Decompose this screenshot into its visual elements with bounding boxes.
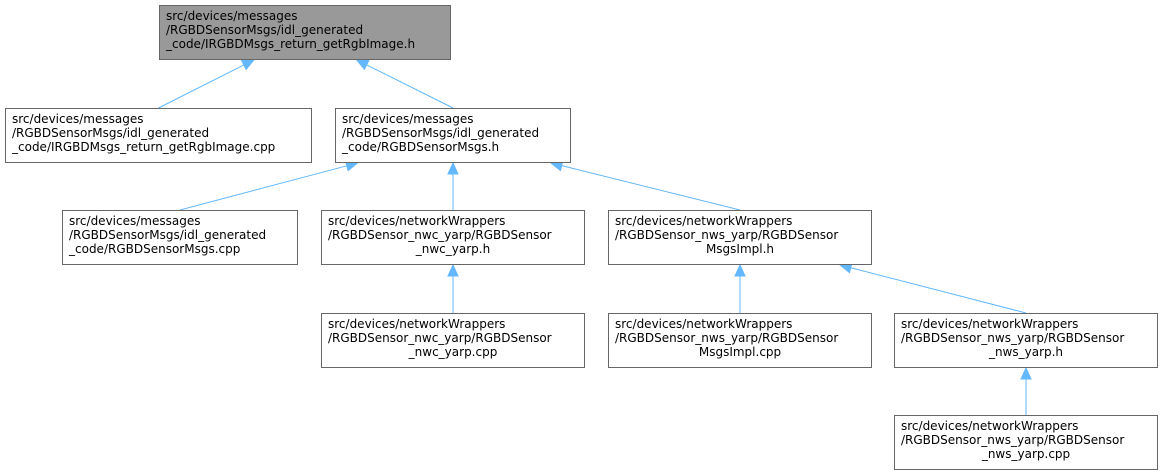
edge-line (158, 64, 245, 109)
node-label-line: _nwc_yarp.h (415, 242, 491, 256)
node-label-line: src/devices/messages (342, 112, 474, 126)
edge-arrowhead (1020, 366, 1032, 380)
edge-line (561, 165, 741, 211)
node-label-line: src/devices/networkWrappers (615, 214, 793, 228)
node-label-line: _code/RGBDSensorMsgs.cpp (69, 242, 241, 256)
node-label-line: src/devices/networkWrappers (901, 419, 1079, 433)
node-rgbdsensor-nws-yarp-cpp[interactable]: src/devices/networkWrappers /RGBDSensor_… (894, 415, 1158, 470)
node-label-line: src/devices/networkWrappers (328, 317, 506, 331)
node-label-line: /RGBDSensor_nws_yarp/RGBDSensor (615, 331, 839, 345)
edge-line (850, 267, 1027, 314)
node-label-line: src/devices/messages (166, 9, 298, 23)
edge-arrowhead (447, 263, 459, 277)
node-label-line: /RGBDSensor_nws_yarp/RGBDSensor (901, 433, 1125, 447)
node-rgbdsensor-nwc-yarp-cpp[interactable]: src/devices/networkWrappers /RGBDSensor_… (321, 313, 585, 368)
node-label-line: _nws_yarp.h (988, 345, 1064, 359)
node-root-header: src/devices/messages /RGBDSensorMsgs/idl… (159, 5, 451, 60)
node-label-line: src/devices/networkWrappers (328, 214, 506, 228)
node-label-line: src/devices/networkWrappers (901, 317, 1079, 331)
node-label-line: /RGBDSensorMsgs/idl_generated (342, 126, 540, 140)
node-label-line: MsgsImpl.cpp (698, 345, 782, 359)
node-label-line: /RGBDSensor_nwc_yarp/RGBDSensor (328, 228, 552, 242)
node-label-line: MsgsImpl.h (705, 242, 775, 256)
node-label-line: /RGBDSensor_nws_yarp/RGBDSensor (901, 331, 1125, 345)
node-rgbdsensor-nws-yarp-h[interactable]: src/devices/networkWrappers /RGBDSensor_… (894, 313, 1158, 368)
node-label-line: /RGBDSensor_nwc_yarp/RGBDSensor (328, 331, 552, 345)
node-label-line: src/devices/messages (12, 112, 144, 126)
node-label-line: /RGBDSensorMsgs/idl_generated (166, 23, 364, 37)
node-label-line: /RGBDSensorMsgs/idl_generated (12, 126, 210, 140)
node-label-line: /RGBDSensorMsgs/idl_generated (69, 228, 267, 242)
node-label-line: src/devices/messages (69, 214, 201, 228)
edge-arrowhead (734, 263, 746, 277)
node-rgbdsensor-nwc-yarp-h[interactable]: src/devices/networkWrappers /RGBDSensor_… (321, 210, 585, 265)
node-rgbdsensormsgsimpl-cpp[interactable]: src/devices/networkWrappers /RGBDSensor_… (608, 313, 872, 368)
node-label-line: src/devices/networkWrappers (615, 317, 793, 331)
node-rgbdsensormsgsimpl-h[interactable]: src/devices/networkWrappers /RGBDSensor_… (608, 210, 872, 265)
node-rgbdsensormsgs-cpp[interactable]: src/devices/messages /RGBDSensorMsgs/idl… (62, 210, 298, 265)
node-label-line: _nwc_yarp.cpp (408, 345, 498, 359)
node-label-line: /RGBDSensor_nws_yarp/RGBDSensor (615, 228, 839, 242)
node-label-line: _nws_yarp.cpp (981, 447, 1071, 461)
edge-arrowhead (447, 161, 459, 175)
edge-line (179, 165, 347, 211)
node-label-line: _code/IRGBDMsgs_return_getRgbImage.h (166, 37, 416, 51)
edge-arrowhead (355, 59, 370, 71)
node-rgbdsensormsgs-h[interactable]: src/devices/messages /RGBDSensorMsgs/idl… (335, 108, 571, 163)
node-irgbdmsgs-return-getrgbimage-cpp[interactable]: src/devices/messages /RGBDSensorMsgs/idl… (5, 108, 312, 163)
node-label-line: _code/IRGBDMsgs_return_getRgbImage.cpp (12, 140, 276, 154)
node-label-line: _code/RGBDSensorMsgs.h (342, 140, 500, 154)
edge-arrowhead (240, 59, 255, 71)
edge-line (366, 64, 454, 109)
